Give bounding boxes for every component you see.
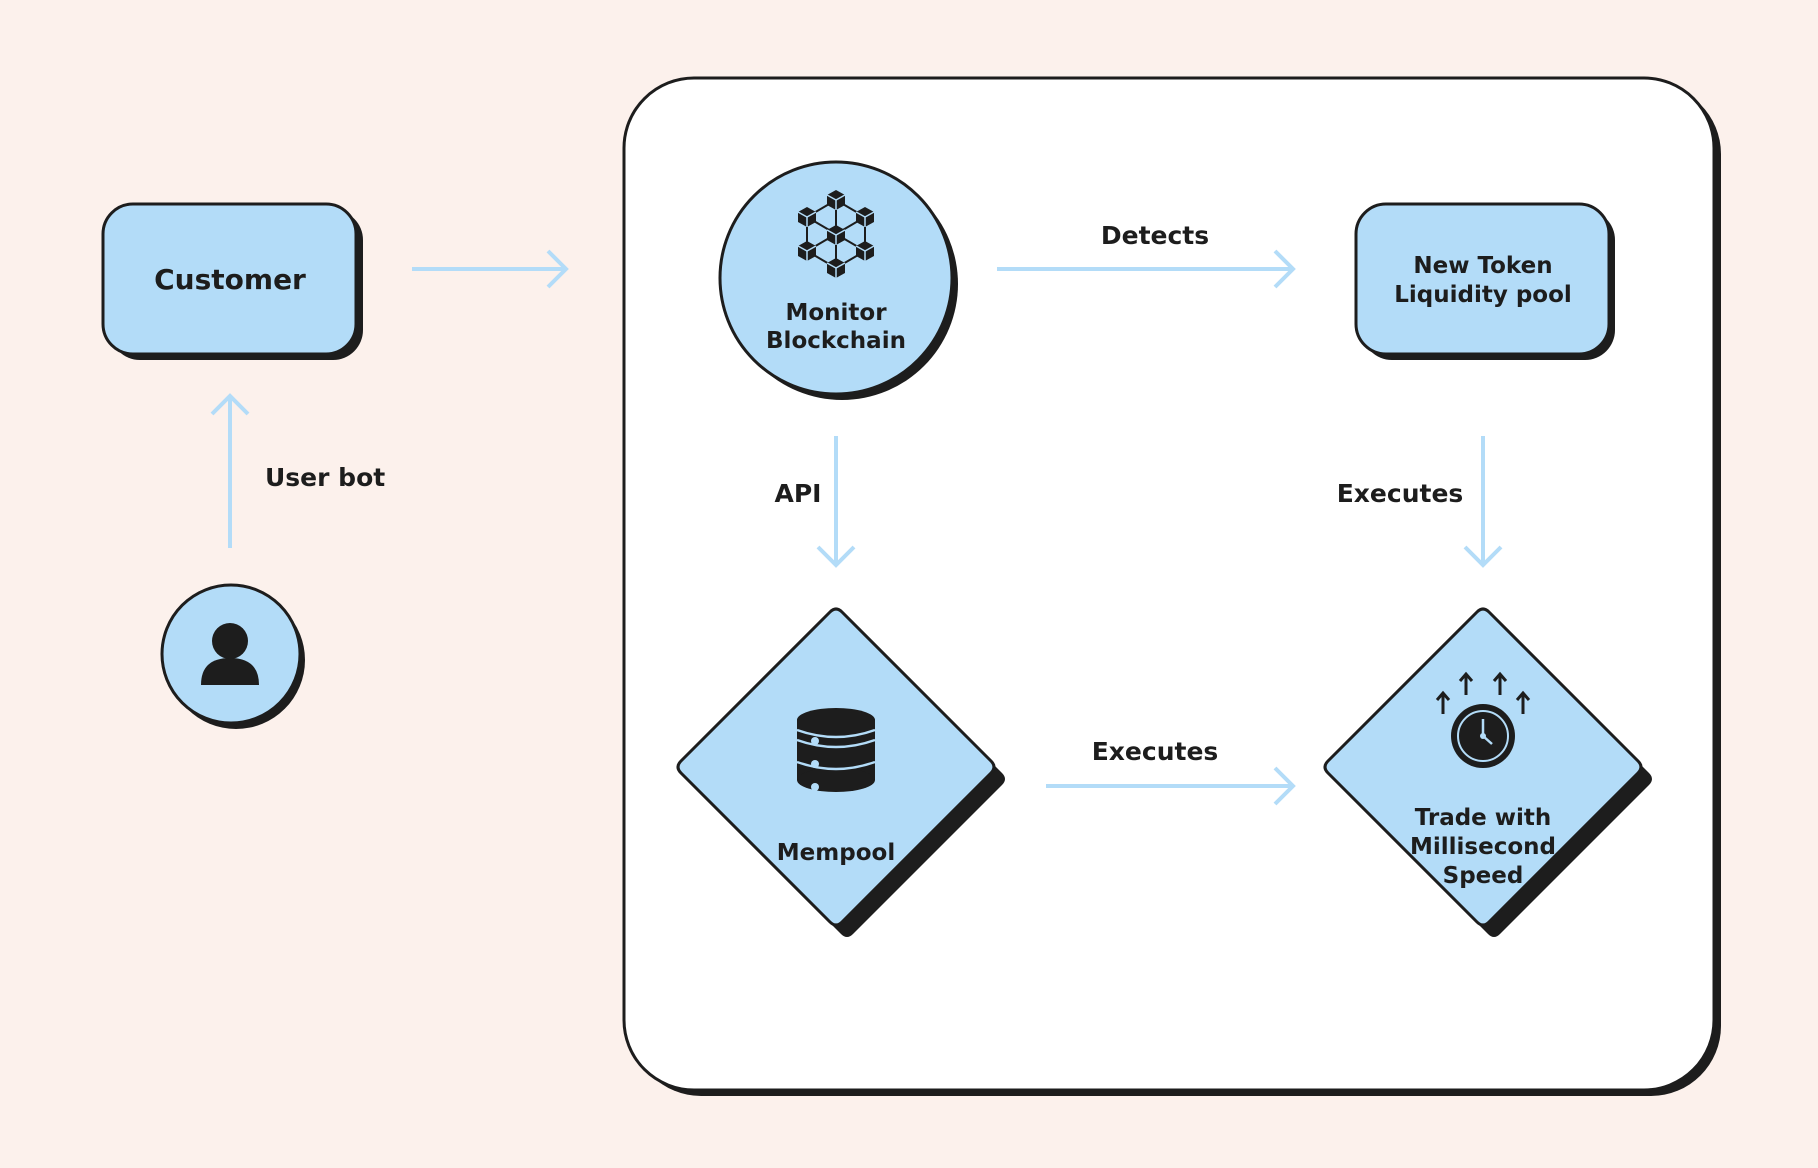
trade-label-line3: Speed <box>1443 863 1524 889</box>
edge-monitor-to-newtoken <box>997 249 1296 289</box>
user-icon <box>201 623 259 685</box>
customer-label: Customer <box>154 263 306 296</box>
edge-newtoken-to-trade <box>1463 436 1503 568</box>
edge-label-api: API <box>775 479 822 508</box>
trade-label-line2: Millisecond <box>1410 834 1556 860</box>
edge-label-executes-vertical: Executes <box>1337 479 1464 508</box>
mempool-label: Mempool <box>777 840 895 866</box>
edge-monitor-to-mempool <box>816 436 856 568</box>
edge-label-user-bot: User bot <box>265 463 385 492</box>
monitor-blockchain-node: Monitor Blockchain <box>718 160 958 400</box>
monitor-label-line1: Monitor <box>785 300 887 326</box>
edge-label-detects: Detects <box>1101 221 1209 250</box>
new-token-node: New Token Liquidity pool <box>1354 202 1615 360</box>
trade-label-line1: Trade with <box>1415 805 1552 831</box>
trade-node: Trade with Millisecond Speed <box>1323 607 1652 937</box>
mempool-node: Mempool <box>676 607 1005 937</box>
new-token-label-line2: Liquidity pool <box>1394 282 1572 308</box>
blockchain-network-icon <box>797 189 875 279</box>
database-icon <box>796 708 876 792</box>
stopwatch-speed-icon <box>1435 671 1531 768</box>
edge-mempool-to-trade <box>1046 766 1296 806</box>
monitor-label-line2: Blockchain <box>766 328 906 354</box>
user-node <box>160 583 305 729</box>
edge-label-executes-horizontal: Executes <box>1092 737 1219 766</box>
new-token-label-line1: New Token <box>1413 253 1552 279</box>
edge-user-to-customer <box>210 393 250 548</box>
edge-customer-to-system <box>412 249 569 289</box>
customer-node: Customer <box>101 202 363 360</box>
